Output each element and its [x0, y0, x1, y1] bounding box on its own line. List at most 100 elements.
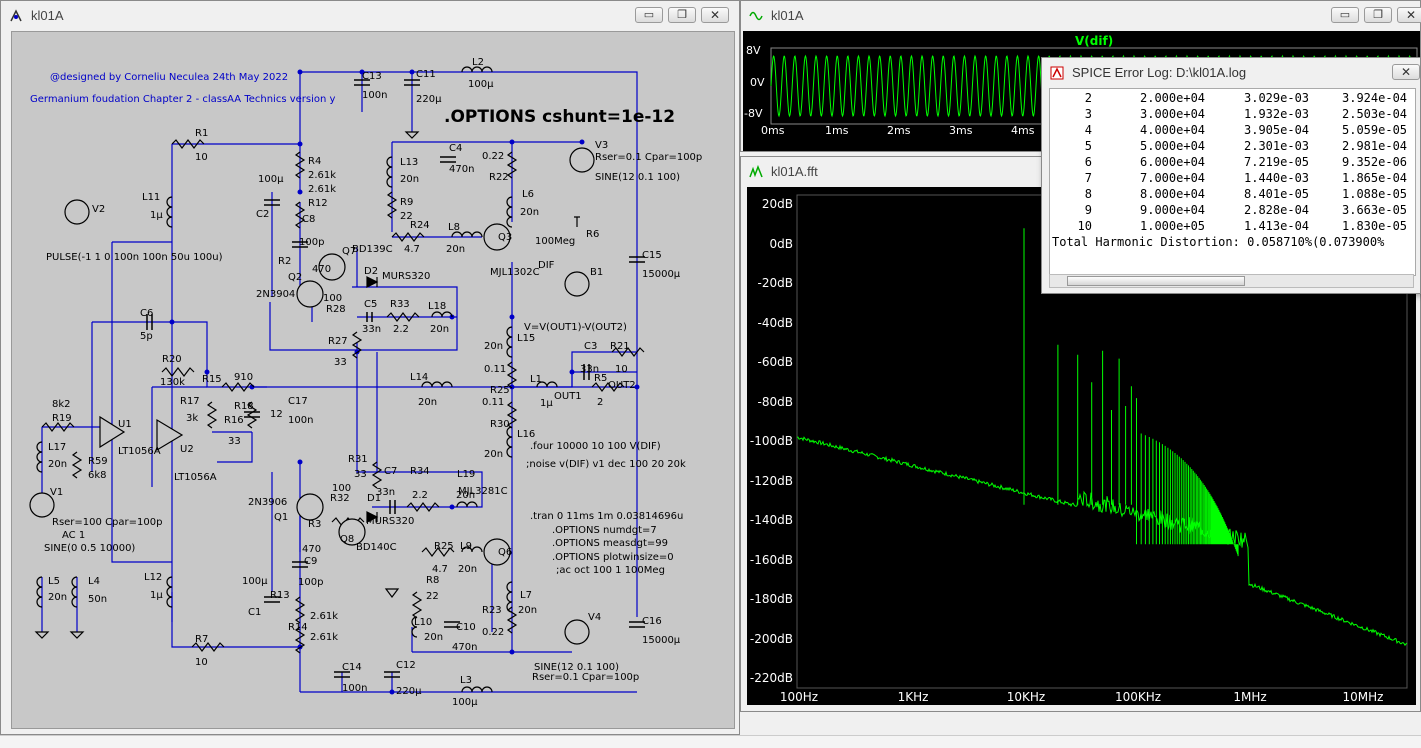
fft-x-ticks: 100Hz 1KHz 10KHz 100KHz 1MHz 10MHz [780, 690, 1384, 704]
svg-text:L6: L6 [522, 189, 534, 200]
svg-text:-160dB: -160dB [750, 553, 793, 567]
schematic-canvas[interactable]: @designed by Corneliu Neculea 24th May 2… [11, 31, 735, 729]
svg-text:100μ: 100μ [452, 697, 478, 708]
waveform-icon [749, 11, 763, 21]
transient-close-button[interactable]: ✕ [1397, 7, 1421, 23]
scroll-thumb[interactable] [1067, 276, 1245, 286]
spice-icon [1050, 66, 1064, 80]
restore-icon: ❐ [1373, 9, 1383, 21]
diode-symbols [366, 276, 379, 523]
schematic-titlebar[interactable]: kl01A ▭ ❐ ✕ [1, 1, 739, 29]
svg-text:R4: R4 [308, 156, 321, 167]
svg-text:12: 12 [270, 409, 283, 420]
svg-text:L7: L7 [520, 590, 532, 601]
opamp-symbols [99, 415, 184, 452]
svg-text:910: 910 [234, 372, 253, 383]
svg-text:C5: C5 [364, 299, 377, 310]
error-log-close-button[interactable]: ✕ [1392, 64, 1420, 80]
svg-text:C15: C15 [642, 250, 662, 261]
svg-text:-120dB: -120dB [750, 474, 793, 488]
svg-text:33n: 33n [376, 487, 395, 498]
svg-text:L5: L5 [48, 576, 60, 587]
close-icon: ✕ [709, 8, 721, 22]
svg-text:33: 33 [354, 469, 367, 480]
svg-text:3k: 3k [186, 413, 198, 424]
svg-text:15000μ: 15000μ [642, 269, 681, 280]
svg-text:220μ: 220μ [396, 686, 422, 697]
log-cell-freq: 4.000e+04 [1140, 123, 1206, 137]
svg-text:L4: L4 [88, 576, 100, 587]
svg-text:6k8: 6k8 [88, 470, 107, 481]
svg-text:470: 470 [312, 264, 331, 275]
log-cell-freq: 1.000e+05 [1140, 219, 1206, 233]
log-cell-a: 1.413e-04 [1244, 219, 1310, 233]
error-log-hscrollbar[interactable] [1049, 274, 1414, 288]
svg-text:20n: 20n [48, 592, 67, 603]
svg-text:130k: 130k [160, 377, 185, 388]
svg-text:20n: 20n [424, 632, 443, 643]
credits-line1: @designed by Corneliu Neculea 24th May 2… [50, 72, 288, 83]
transient-restore-button[interactable]: ❐ [1364, 7, 1392, 23]
svg-text:R33: R33 [390, 299, 410, 310]
log-cell-freq: 8.000e+04 [1140, 187, 1206, 201]
log-cell-n: 4 [1084, 123, 1092, 137]
svg-text:100μ: 100μ [258, 174, 284, 185]
svg-text:2: 2 [597, 397, 603, 408]
v1-value: SINE(0 0.5 10000) [44, 543, 135, 554]
restore-button[interactable]: ❐ [668, 7, 696, 23]
svg-text:20n: 20n [430, 324, 449, 335]
log-cell-freq: 7.000e+04 [1140, 171, 1206, 185]
error-log-titlebar[interactable]: SPICE Error Log: D:\kl01A.log ✕ [1042, 58, 1420, 86]
svg-text:20n: 20n [484, 449, 503, 460]
svg-text:1ms: 1ms [825, 124, 849, 137]
svg-text:2N3904: 2N3904 [256, 289, 295, 300]
svg-text:R30: R30 [490, 419, 510, 430]
transient-titlebar[interactable]: kl01A ▭ ❐ ✕ [741, 1, 1421, 29]
svg-text:L15: L15 [517, 333, 535, 344]
svg-text:L9: L9 [460, 541, 472, 552]
svg-text:1μ: 1μ [540, 398, 553, 409]
v3-label: V3 [595, 140, 608, 151]
transient-minimize-button[interactable]: ▭ [1331, 7, 1359, 23]
svg-text:R27: R27 [328, 336, 348, 347]
close-button[interactable]: ✕ [701, 7, 729, 23]
minimize-button[interactable]: ▭ [635, 7, 663, 23]
log-cell-b: 5.059e-05 [1342, 123, 1408, 137]
svg-text:R14: R14 [288, 622, 308, 633]
svg-text:20n: 20n [400, 174, 419, 185]
log-cell-b: 2.503e-04 [1342, 107, 1408, 121]
svg-text:Q1: Q1 [274, 512, 288, 523]
svg-text:R1: R1 [195, 128, 208, 139]
svg-text:100KHz: 100KHz [1115, 690, 1161, 704]
svg-text:R18: R18 [234, 401, 254, 412]
svg-text:BD140C: BD140C [356, 542, 397, 553]
svg-text:R25: R25 [434, 541, 454, 552]
svg-text:BD139C: BD139C [352, 244, 393, 255]
directive-four: .four 10000 10 100 V(DIF) [530, 441, 661, 452]
svg-text:10MHz: 10MHz [1343, 690, 1384, 704]
svg-text:C6: C6 [140, 308, 153, 319]
svg-text:R59: R59 [88, 456, 108, 467]
v1-label: V1 [50, 487, 63, 498]
svg-text:Q2: Q2 [288, 272, 302, 283]
directive-noise: ;noise v(DIF) v1 dec 100 20 20k [526, 459, 686, 470]
svg-text:20n: 20n [518, 605, 537, 616]
transient-x-ticks: 0ms 1ms 2ms 3ms 4ms [761, 124, 1035, 137]
svg-text:2N3906: 2N3906 [248, 497, 287, 508]
svg-text:100p: 100p [298, 577, 323, 588]
svg-text:220μ: 220μ [416, 94, 442, 105]
log-cell-freq: 5.000e+04 [1140, 139, 1206, 153]
schematic-window[interactable]: kl01A ▭ ❐ ✕ [0, 0, 740, 735]
svg-text:C10: C10 [456, 622, 476, 633]
v1-params: Rser=100 Cpar=100p [52, 517, 162, 528]
svg-text:-220dB: -220dB [750, 671, 793, 685]
v4-label: V4 [588, 612, 601, 623]
svg-text:20n: 20n [48, 459, 67, 470]
svg-text:33n: 33n [362, 324, 381, 335]
svg-text:R22: R22 [489, 172, 509, 183]
trace-name: V(dif) [1075, 34, 1113, 48]
fft-y-ticks: 20dB 0dB -20dB -40dB -60dB -80dB -100dB … [750, 197, 793, 685]
svg-text:L13: L13 [400, 157, 418, 168]
